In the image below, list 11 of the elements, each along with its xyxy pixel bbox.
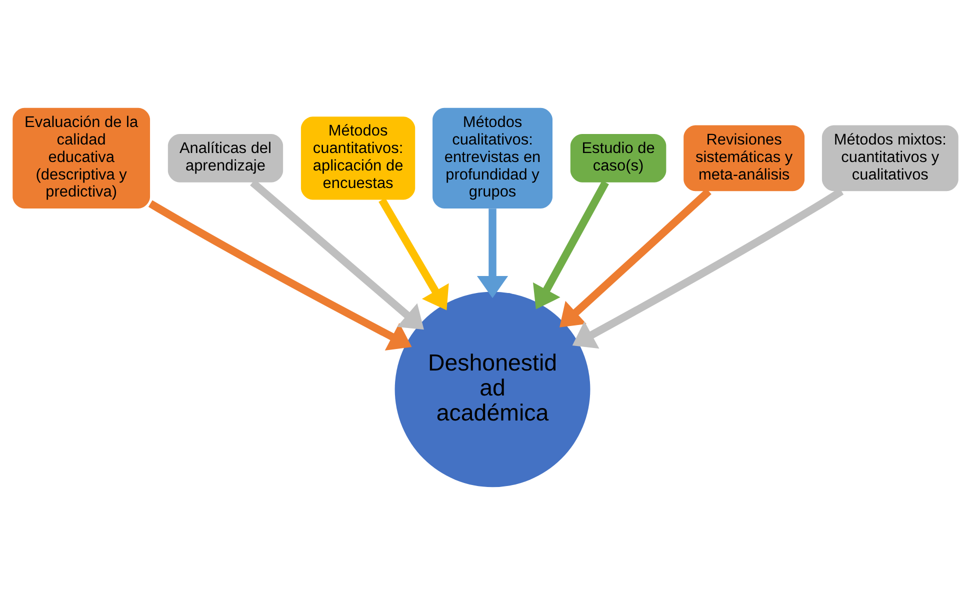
node-box: Métodos cuantitativos: aplicación de encuestas — [300, 116, 416, 200]
node-box: Evaluación de la calidad educativa (descriptiva y predictiva) — [12, 107, 150, 208]
node-box: Analíticas del aprendizaje — [168, 134, 284, 182]
node-box: Métodos mixtos: cuantitativos y cualitativos — [822, 124, 958, 191]
arrow — [476, 208, 508, 298]
node-box: Estudio de caso(s) — [570, 134, 666, 182]
arrow — [532, 180, 609, 309]
node-box: Revisiones sistemáticas y meta-análisis — [684, 124, 805, 191]
node-box: Métodos cualitativos: entrevistas en profundidad y grupos — [432, 107, 552, 208]
arrow — [378, 197, 449, 310]
arrow — [148, 200, 412, 350]
